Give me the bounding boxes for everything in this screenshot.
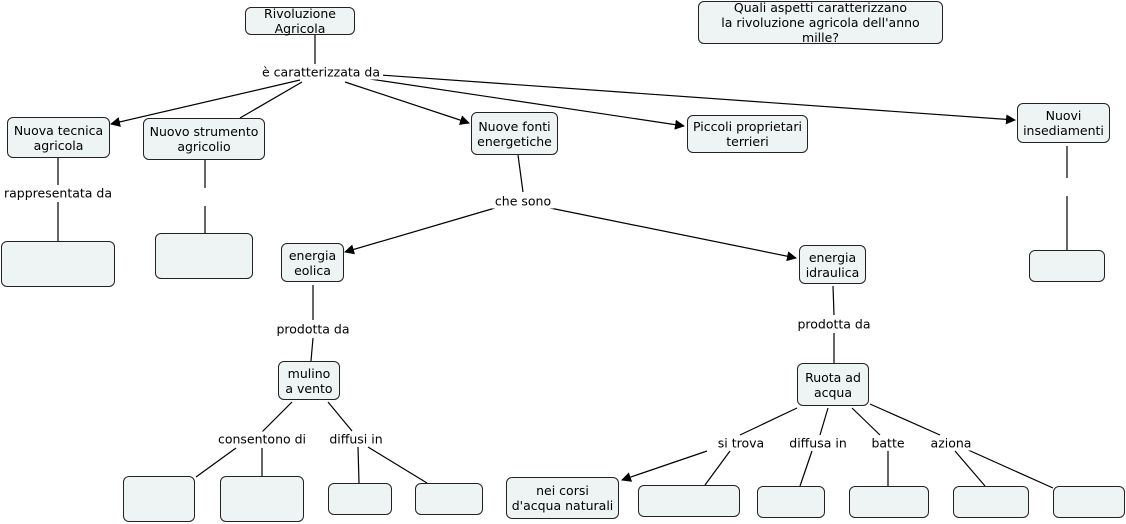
link-label-diffusa: diffusa in xyxy=(786,435,850,451)
link-label-aziona: aziona xyxy=(927,435,975,451)
empty-box-aziona-2[interactable] xyxy=(1053,486,1125,518)
link-label-diffusi: diffusi in xyxy=(326,431,386,447)
link-label-rappresentata: rappresentata da xyxy=(0,185,116,201)
node-corsi-acqua[interactable]: nei corsi d'acqua naturali xyxy=(506,477,619,519)
node-energia-eolica[interactable]: energia eolica xyxy=(281,243,344,282)
link-label-prodotta-idraulica: prodotta da xyxy=(794,316,874,332)
node-piccoli-proprietari[interactable]: Piccoli proprietari terrieri xyxy=(687,115,808,153)
empty-box-diffusi-1[interactable] xyxy=(328,483,392,515)
empty-box-tecnica[interactable] xyxy=(1,241,115,287)
node-ruota-ad-acqua[interactable]: Ruota ad acqua xyxy=(797,363,869,406)
empty-box-batte[interactable] xyxy=(849,486,929,518)
link-label-che-sono: che sono xyxy=(491,193,555,209)
empty-box-si-trova[interactable] xyxy=(638,485,740,517)
root-node[interactable]: Rivoluzione Agricola xyxy=(245,6,355,36)
link-label-si-trova: si trova xyxy=(714,435,768,451)
link-label-batte: batte xyxy=(868,435,908,451)
empty-box-insediamenti[interactable] xyxy=(1029,250,1105,282)
node-nuove-fonti[interactable]: Nuove fonti energetiche xyxy=(471,112,558,155)
empty-box-diffusi-2[interactable] xyxy=(415,483,483,515)
node-mulino-a-vento[interactable]: mulino a vento xyxy=(278,361,340,400)
empty-box-consentono-1[interactable] xyxy=(123,476,195,522)
empty-box-strumento[interactable] xyxy=(155,233,253,279)
empty-box-diffusa[interactable] xyxy=(757,486,825,518)
link-label-prodotta-eolica: prodotta da xyxy=(273,321,353,337)
node-nuovo-strumento[interactable]: Nuovo strumento agricolio xyxy=(143,118,265,160)
node-nuovi-insediamenti[interactable]: Nuovi insediamenti xyxy=(1017,103,1110,143)
node-nuova-tecnica[interactable]: Nuova tecnica agricola xyxy=(7,117,110,158)
empty-box-aziona-1[interactable] xyxy=(953,486,1029,518)
link-label-consentono: consentono di xyxy=(214,431,310,447)
question-node[interactable]: Quali aspetti caratterizzano la rivoluzi… xyxy=(698,0,943,45)
link-label-caratterizzata: è caratterizzata da xyxy=(258,64,384,80)
node-energia-idraulica[interactable]: energia idraulica xyxy=(799,245,866,284)
empty-box-consentono-2[interactable] xyxy=(220,476,304,522)
